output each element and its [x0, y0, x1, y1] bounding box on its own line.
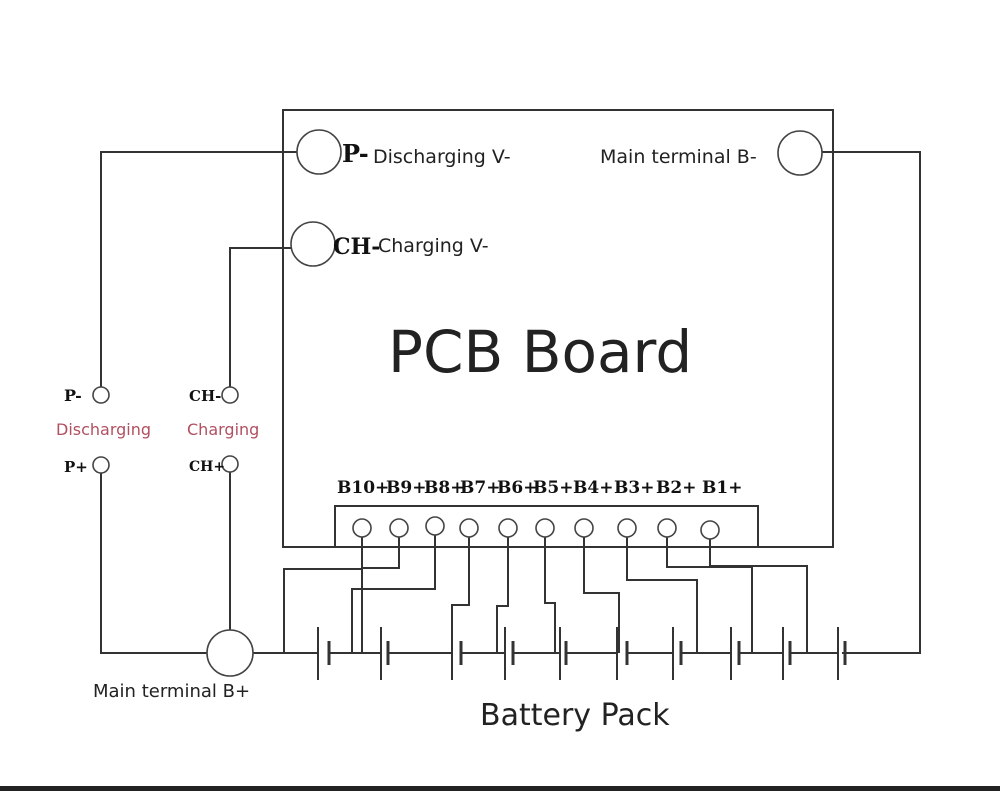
b-minus-label: Main terminal B- — [600, 146, 757, 168]
p-minus-symbol: P- — [342, 139, 369, 168]
wire-p-plus — [100, 472, 208, 654]
port-ch-plus-label: CH+ — [189, 459, 225, 475]
balance-wire-b1 — [709, 538, 808, 653]
charging-title: Charging — [187, 420, 259, 439]
battery-pack-title: Battery Pack — [480, 698, 670, 733]
battery-cell-3 — [451, 627, 463, 680]
balance-labels: B10+B9+B8+B7+B6+B5+B4+B3+B2+ B1+ — [337, 478, 742, 498]
port-ch-minus — [221, 386, 239, 404]
battery-cell-8 — [730, 627, 741, 680]
balance-wire-b8 — [351, 535, 436, 653]
balance-pad-b5 — [535, 518, 555, 538]
balance-pad-b6 — [498, 518, 518, 538]
balance-label-b10: B10+ — [337, 478, 389, 498]
balance-wire-b6 — [496, 537, 509, 653]
balance-wire-b7 — [451, 536, 470, 653]
balance-wire-b10 — [283, 536, 363, 653]
pad-p-minus — [296, 129, 342, 175]
balance-pad-b2 — [657, 518, 677, 538]
port-p-plus — [92, 456, 110, 474]
port-ch-plus — [221, 455, 239, 473]
port-ch-minus-label: CH- — [189, 387, 221, 405]
pad-b-minus — [777, 130, 823, 176]
balance-label-b2: B2+ — [656, 478, 696, 498]
pad-b-plus — [206, 629, 254, 677]
balance-wires — [283, 535, 833, 653]
p-minus-label: Discharging V- — [373, 146, 511, 168]
balance-connector-header — [334, 505, 759, 547]
balance-pad-b4 — [574, 518, 594, 538]
battery-cell-9 — [782, 627, 792, 680]
wire-ch-minus — [229, 247, 292, 387]
balance-label-b7: B7+ — [460, 478, 500, 498]
balance-label-b5: B5+ — [533, 478, 573, 498]
wire-b-minus — [822, 151, 921, 654]
port-p-minus-label: P- — [64, 386, 82, 405]
battery-cell-10 — [837, 627, 847, 680]
balance-label-b1: B1+ — [702, 478, 742, 498]
battery-cell-5 — [559, 627, 568, 680]
battery-cell-1 — [317, 627, 331, 680]
pcb-board-outline — [282, 109, 834, 548]
balance-label-b8: B8+ — [424, 478, 464, 498]
balance-label-b6: B6+ — [497, 478, 537, 498]
balance-wire-b4 — [583, 537, 620, 653]
battery-cell-4 — [504, 627, 515, 680]
balance-pad-b1 — [700, 520, 720, 540]
balance-wire-b3 — [626, 537, 698, 653]
pcb-title: PCB Board — [388, 318, 692, 386]
ch-minus-label: Charging V- — [378, 235, 489, 257]
balance-wire-b9 — [361, 537, 400, 653]
balance-pads — [352, 516, 720, 540]
balance-pad-b7 — [459, 518, 479, 538]
balance-label-b9: B9+ — [386, 478, 426, 498]
wire-p-minus — [100, 151, 297, 387]
balance-pad-b10 — [352, 518, 372, 538]
balance-label-b4: B4+ — [573, 478, 613, 498]
port-p-plus-label: P+ — [64, 458, 88, 476]
discharging-title: Discharging — [56, 420, 151, 439]
balance-pad-b9 — [389, 518, 409, 538]
pad-ch-minus — [290, 221, 336, 267]
ch-minus-symbol: CH- — [333, 234, 380, 260]
balance-wire-b5 — [544, 537, 556, 653]
battery-cell-2 — [380, 627, 390, 680]
battery-cell-7 — [672, 627, 683, 680]
bottom-border — [0, 786, 1000, 791]
battery-cells — [253, 627, 847, 680]
port-p-minus — [92, 386, 110, 404]
b-plus-label: Main terminal B+ — [93, 681, 250, 702]
balance-label-b3: B3+ — [614, 478, 654, 498]
balance-pad-b3 — [617, 518, 637, 538]
balance-pad-b8 — [425, 516, 445, 536]
